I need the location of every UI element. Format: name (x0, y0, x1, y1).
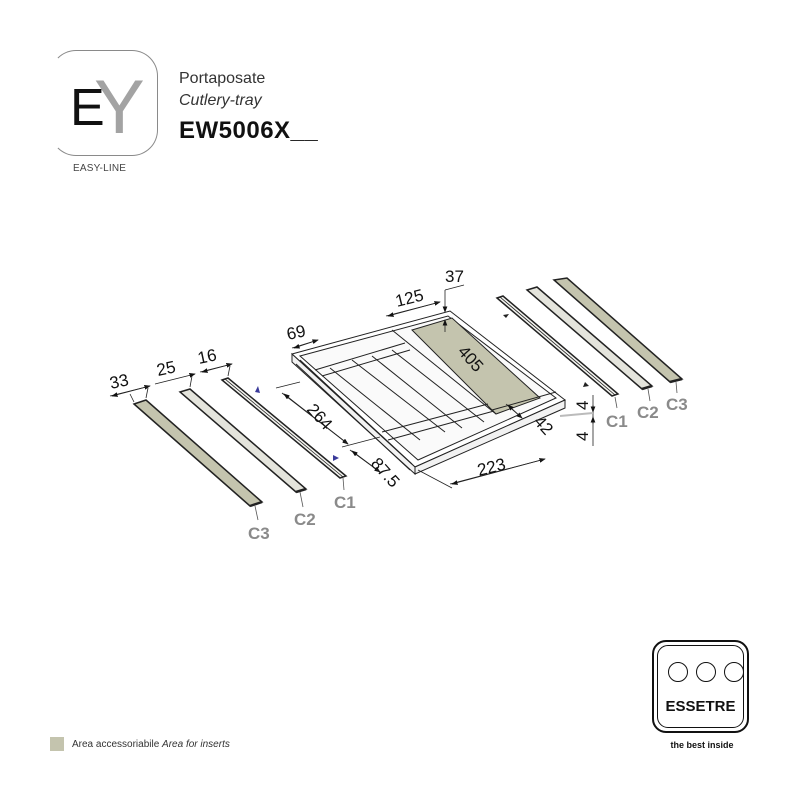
left-strip-c1 (220, 377, 348, 479)
direction-arrow-icon (503, 314, 509, 318)
legend-label-english: Area for inserts (162, 739, 230, 750)
left-strip-c2 (178, 388, 308, 494)
cutlery-tray (290, 310, 566, 476)
essetre-logo-inner-frame: ESSETRE (657, 645, 744, 728)
dim-front-width: 223 (475, 455, 507, 480)
logo-caption: EASY-LINE (73, 163, 127, 174)
dim-thickness-bottom: 4 (573, 432, 592, 441)
title-italian: Portaposate (179, 70, 266, 87)
label-c1-right: C1 (606, 412, 628, 431)
dim-side-offset: 87.5 (367, 454, 403, 491)
legend-label: Area accessoriabile Area for inserts (72, 739, 230, 750)
left-strip-c3 (132, 399, 264, 508)
dim-c1-width: 16 (196, 345, 218, 368)
dim-top-offset: 37 (445, 267, 464, 286)
dim-side-length: 264 (303, 400, 336, 434)
dim-c2-width: 25 (155, 357, 177, 380)
title-english: Cutlery-tray (179, 92, 262, 109)
label-c3-left: C3 (248, 524, 270, 543)
direction-arrow-icon (583, 382, 589, 387)
direction-arrow-icon (255, 386, 260, 393)
dim-thickness-top: 4 (573, 401, 592, 410)
essetre-circles-icon (668, 662, 744, 682)
logo-letter-y: Y (94, 65, 145, 150)
product-code: EW5006X__ (179, 117, 319, 144)
circle-icon (724, 662, 744, 682)
label-c2-right: C2 (637, 403, 659, 422)
label-c2-left: C2 (294, 510, 316, 529)
circle-icon (668, 662, 688, 682)
right-strip-c2 (525, 286, 654, 391)
right-strip-c1 (495, 295, 620, 397)
circle-icon (696, 662, 716, 682)
direction-arrow-icon (333, 455, 339, 461)
essetre-logo: ESSETRE (652, 640, 749, 733)
brand-tagline: the best inside (670, 740, 734, 750)
right-strip-c3 (552, 277, 684, 384)
label-c1-left: C1 (334, 493, 356, 512)
dim-c3-width: 33 (108, 370, 130, 393)
easy-line-logo-frame (50, 50, 158, 156)
logo-letter-e: E (70, 79, 105, 137)
legend-swatch-insert-area (50, 737, 64, 751)
dim-compartment-width: 69 (285, 321, 307, 344)
label-c3-right: C3 (666, 395, 688, 414)
brand-name: ESSETRE (665, 698, 736, 715)
legend-label-italian: Area accessoriabile (72, 739, 160, 750)
